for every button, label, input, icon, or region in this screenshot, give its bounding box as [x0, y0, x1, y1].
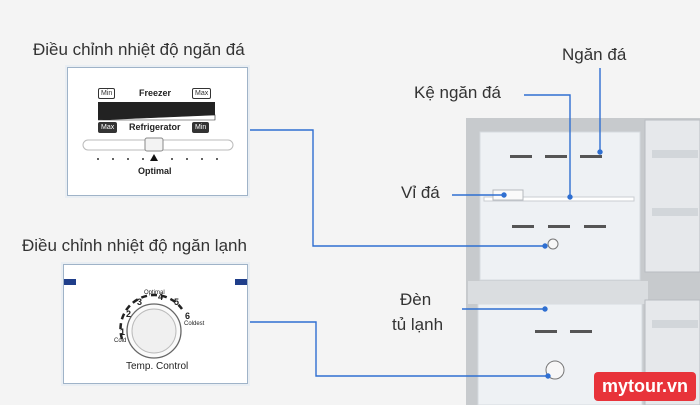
coldest-label: Coldest — [184, 321, 205, 327]
fridge-dial — [545, 360, 565, 380]
max-top-tag: Max — [192, 88, 212, 99]
temp-control-caption: Temp. Control — [126, 361, 189, 372]
cold-label: Cold — [114, 338, 127, 344]
leader-dot — [597, 149, 603, 155]
dial-mark-6: 6 — [185, 311, 191, 321]
fridge-control-panel: 1 2 3 4 5 6 Cold Optimal Coldest Temp. C… — [63, 264, 248, 384]
freezer-control-panel: Min Freezer Max Max Refrigerator Min Opt… — [67, 67, 248, 196]
freezer-vents — [510, 155, 606, 333]
leader-dot — [567, 194, 573, 200]
freezer-gradient-bar — [82, 102, 234, 161]
leader-dot — [501, 192, 507, 198]
min-top-tag: Min — [98, 88, 116, 99]
leader-freezer-control — [247, 129, 545, 247]
door-bin — [652, 320, 698, 328]
freezer-shelf — [483, 196, 635, 202]
freezer-door — [644, 119, 700, 273]
fridge-light-label-line2: tủ lạnh — [392, 315, 444, 334]
optimal-caption: Optimal — [138, 166, 172, 176]
optimal-label: Optimal — [144, 290, 165, 296]
freezer-knob — [547, 238, 559, 250]
leader-dot — [542, 306, 548, 312]
freezer-compartment-label: Ngăn đá — [562, 45, 627, 64]
leader-fridge-control — [247, 321, 548, 377]
dial-mark-3: 3 — [137, 297, 143, 307]
door-bin — [652, 150, 698, 158]
leader-dot — [545, 373, 551, 379]
dial-mark-2: 2 — [126, 309, 132, 319]
dial-mark-5: 5 — [174, 297, 180, 307]
min-bottom-tag: Min — [192, 122, 210, 133]
dial-mark-4: 4 — [158, 292, 164, 302]
max-bottom-tag: Max — [98, 122, 118, 133]
leader-dot — [542, 243, 548, 249]
refrigerator-subtitle: Refrigerator — [129, 122, 181, 132]
mytour-watermark: mytour.vn — [593, 372, 696, 401]
freezer-title: Freezer — [139, 88, 172, 98]
fridge-control-label: Điều chỉnh nhiệt độ ngăn lạnh — [22, 236, 247, 255]
fridge-light-label-line1: Đèn — [400, 290, 432, 309]
freezer-control-label: Điều chỉnh nhiệt độ ngăn đá — [33, 40, 245, 59]
compartment-divider — [468, 281, 648, 304]
leader-freezer-shelf — [524, 94, 571, 197]
door-bin — [652, 208, 698, 216]
ice-tray-label: Vỉ đá — [401, 183, 440, 202]
freezer-shelf-label: Kệ ngăn đá — [414, 83, 501, 102]
dial-mark-1: 1 — [120, 327, 126, 337]
fridge-dial-graphic — [64, 279, 247, 359]
